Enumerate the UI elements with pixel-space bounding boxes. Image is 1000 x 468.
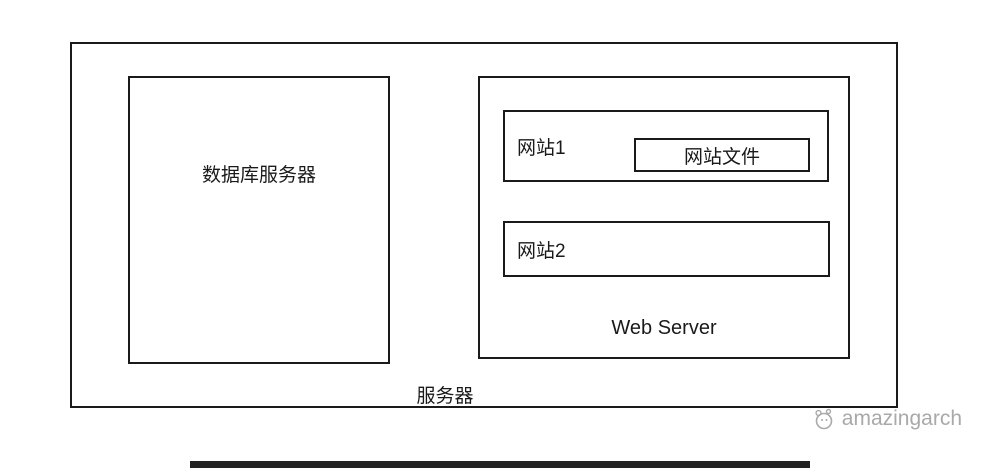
cropped-bottom-bar [190,461,810,468]
website-1-label: 网站1 [517,137,566,159]
website-2-label: 网站2 [517,240,566,262]
website-files-box: 网站文件 [634,138,810,172]
watermark-text: amazingarch [841,407,962,430]
website-1-box: 网站1 网站文件 [503,110,829,182]
database-server-label: 数据库服务器 [201,165,316,186]
server-container-box [70,42,898,408]
database-server-box [128,76,390,364]
server-container-label: 服务器 [416,386,474,407]
watermark: amazingarch [811,406,962,432]
website-2-box: 网站2 [503,221,830,277]
website-files-label: 网站文件 [683,146,760,168]
watermark-logo-icon [811,406,837,432]
web-server-label: Web Server [611,317,717,339]
web-server-box [478,76,850,359]
